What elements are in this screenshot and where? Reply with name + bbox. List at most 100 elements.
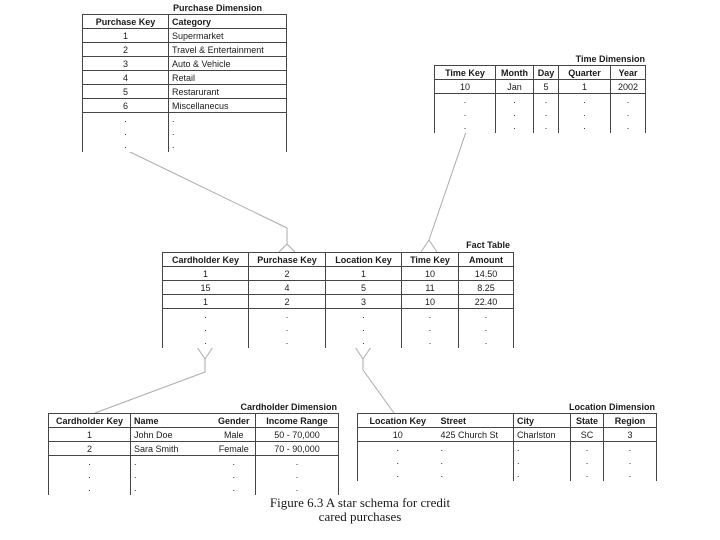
time-dimension-header-cell: Year bbox=[610, 65, 646, 80]
fact-table-dot-cell: . bbox=[401, 308, 459, 322]
time-dimension-dot-cell: . bbox=[533, 93, 559, 107]
location-dimension-cell: 3 bbox=[603, 427, 657, 442]
location-dimension-header-cell: Street bbox=[437, 413, 514, 428]
cardholder-dimension-cell: 1 bbox=[48, 427, 131, 442]
location-dimension-header-cell: State bbox=[570, 413, 604, 428]
time-dimension-header-cell: Quarter bbox=[558, 65, 611, 80]
fact-table-dot-cell: . bbox=[325, 334, 402, 348]
location-dimension-dot-cell: . bbox=[570, 467, 604, 481]
fact-table-dot-cell: . bbox=[325, 308, 402, 322]
location-dimension-cell: 10 bbox=[357, 427, 438, 442]
time-dimension-header-cell: Month bbox=[495, 65, 534, 80]
fact-table-header-cell: Time Key bbox=[401, 252, 459, 267]
cardholder-dimension-cell: 50 - 70,000 bbox=[255, 427, 339, 442]
time-dimension-dot-cell: . bbox=[434, 119, 496, 133]
purchase-dimension-cell: Miscellanecus bbox=[168, 98, 287, 113]
fact-table-header-cell: Location Key bbox=[325, 252, 402, 267]
time-dimension-dot-cell: . bbox=[495, 106, 534, 120]
purchase-dimension-row: .. bbox=[82, 112, 287, 126]
fact-table-dot-cell: . bbox=[401, 334, 459, 348]
location-dimension-dot-cell: . bbox=[396, 456, 399, 466]
time-dimension-dot-cell: . bbox=[558, 93, 611, 107]
time-dimension-header-cell: Time Key bbox=[434, 65, 496, 80]
purchase-dimension-cell: 2 bbox=[82, 42, 169, 57]
fact-table-row: ..... bbox=[162, 308, 514, 322]
cardholder-dimension-dot-cell: . bbox=[295, 470, 299, 480]
cardholder-dimension-dot-cell: . bbox=[134, 483, 137, 493]
fact-table-cell: 2 bbox=[248, 294, 326, 309]
time-dimension-dot-cell: . bbox=[626, 121, 630, 131]
fact-table-dot-cell: . bbox=[484, 323, 488, 333]
location-dimension-dot-cell: . bbox=[628, 469, 632, 479]
cardholder-dimension-dot-cell: . bbox=[48, 455, 131, 469]
cardholder-dimension-cell: Male bbox=[212, 427, 256, 442]
cardholder-dimension-dot-cell: . bbox=[212, 455, 256, 469]
time-dimension-title: Time Dimension bbox=[575, 54, 645, 64]
purchase-dimension-cell: Retail bbox=[168, 70, 287, 85]
fact-table-cell: 14.50 bbox=[458, 266, 514, 281]
fact-table-header-cell: Cardholder Key bbox=[162, 252, 249, 267]
purchase-dimension-cell: 6 bbox=[82, 98, 169, 113]
location-dimension-dot-cell: . bbox=[570, 454, 604, 468]
caption-line-1: Figure 6.3 A star schema for credit bbox=[269, 495, 451, 510]
location-dimension-header-cell: Location Key bbox=[357, 413, 438, 428]
location-dimension-dot-cell: . bbox=[396, 469, 399, 479]
time-dimension-dot-cell: . bbox=[533, 119, 559, 133]
location-dimension-dot-cell: . bbox=[570, 441, 604, 455]
time-dimension-dot-cell: . bbox=[558, 119, 611, 133]
fact-table-header-cell: Amount bbox=[458, 252, 514, 267]
time-dimension-cell: 5 bbox=[533, 79, 559, 94]
location-dimension-cell: Charlston bbox=[513, 427, 571, 442]
purchase-dimension-cell: 4 bbox=[82, 70, 169, 85]
cardholder-dimension-dot-cell: . bbox=[134, 470, 137, 480]
fact-table-dot-cell: . bbox=[248, 308, 326, 322]
cardholder-dimension-dot-cell: . bbox=[48, 468, 131, 482]
purchase-dimension-cell: Supermarket bbox=[168, 28, 287, 43]
cardholder-dimension-row: .... bbox=[48, 481, 339, 495]
cardholder-dimension-cell: Sara Smith bbox=[130, 441, 213, 456]
fact-table-dot-cell: . bbox=[401, 321, 459, 335]
purchase-dimension-row: .. bbox=[82, 125, 287, 139]
purchase-dimension-cell: 1 bbox=[82, 28, 169, 43]
fact-table-cell: 3 bbox=[325, 294, 402, 309]
fact-table-dot-cell: . bbox=[325, 321, 402, 335]
location-dimension-dot-cell: . bbox=[513, 467, 571, 481]
cardholder-dimension-title: Cardholder Dimension bbox=[240, 402, 337, 412]
purchase-dimension-dot-cell: . bbox=[82, 112, 169, 126]
fact-table-cell: 2 bbox=[248, 266, 326, 281]
cardholder-dimension-cell: 70 - 90,000 bbox=[255, 441, 339, 456]
time-dimension-dot-cell: . bbox=[434, 93, 496, 107]
fact-table-cell: 1 bbox=[325, 266, 402, 281]
location-dimension-row: ..... bbox=[358, 454, 657, 468]
time-dimension-row: ..... bbox=[434, 106, 646, 120]
location-dimension-cell: 425 Church St bbox=[437, 427, 514, 442]
location-dimension-dot-cell: . bbox=[396, 443, 399, 454]
purchase-dimension-dot-cell: . bbox=[82, 138, 169, 152]
cardholder-dimension-header-cell: Income Range bbox=[255, 413, 339, 428]
time-dimension-cell: Jan bbox=[495, 79, 534, 94]
time-dimension-dot-cell: . bbox=[533, 106, 559, 120]
purchase-dimension-row: .. bbox=[82, 138, 287, 152]
time-dimension-row: ..... bbox=[434, 119, 646, 133]
time-dimension-dot-cell: . bbox=[434, 106, 496, 120]
time-dimension-row: ..... bbox=[434, 93, 646, 107]
fact-table-dot-cell: . bbox=[248, 321, 326, 335]
time-dimension-cell: 10 bbox=[434, 79, 496, 94]
fact-table-dot-cell: . bbox=[162, 321, 249, 335]
fact-table-cell: 4 bbox=[248, 280, 326, 295]
fact-table-header-cell: Purchase Key bbox=[248, 252, 326, 267]
cardholder-dimension-cell: John Doe bbox=[130, 427, 213, 442]
